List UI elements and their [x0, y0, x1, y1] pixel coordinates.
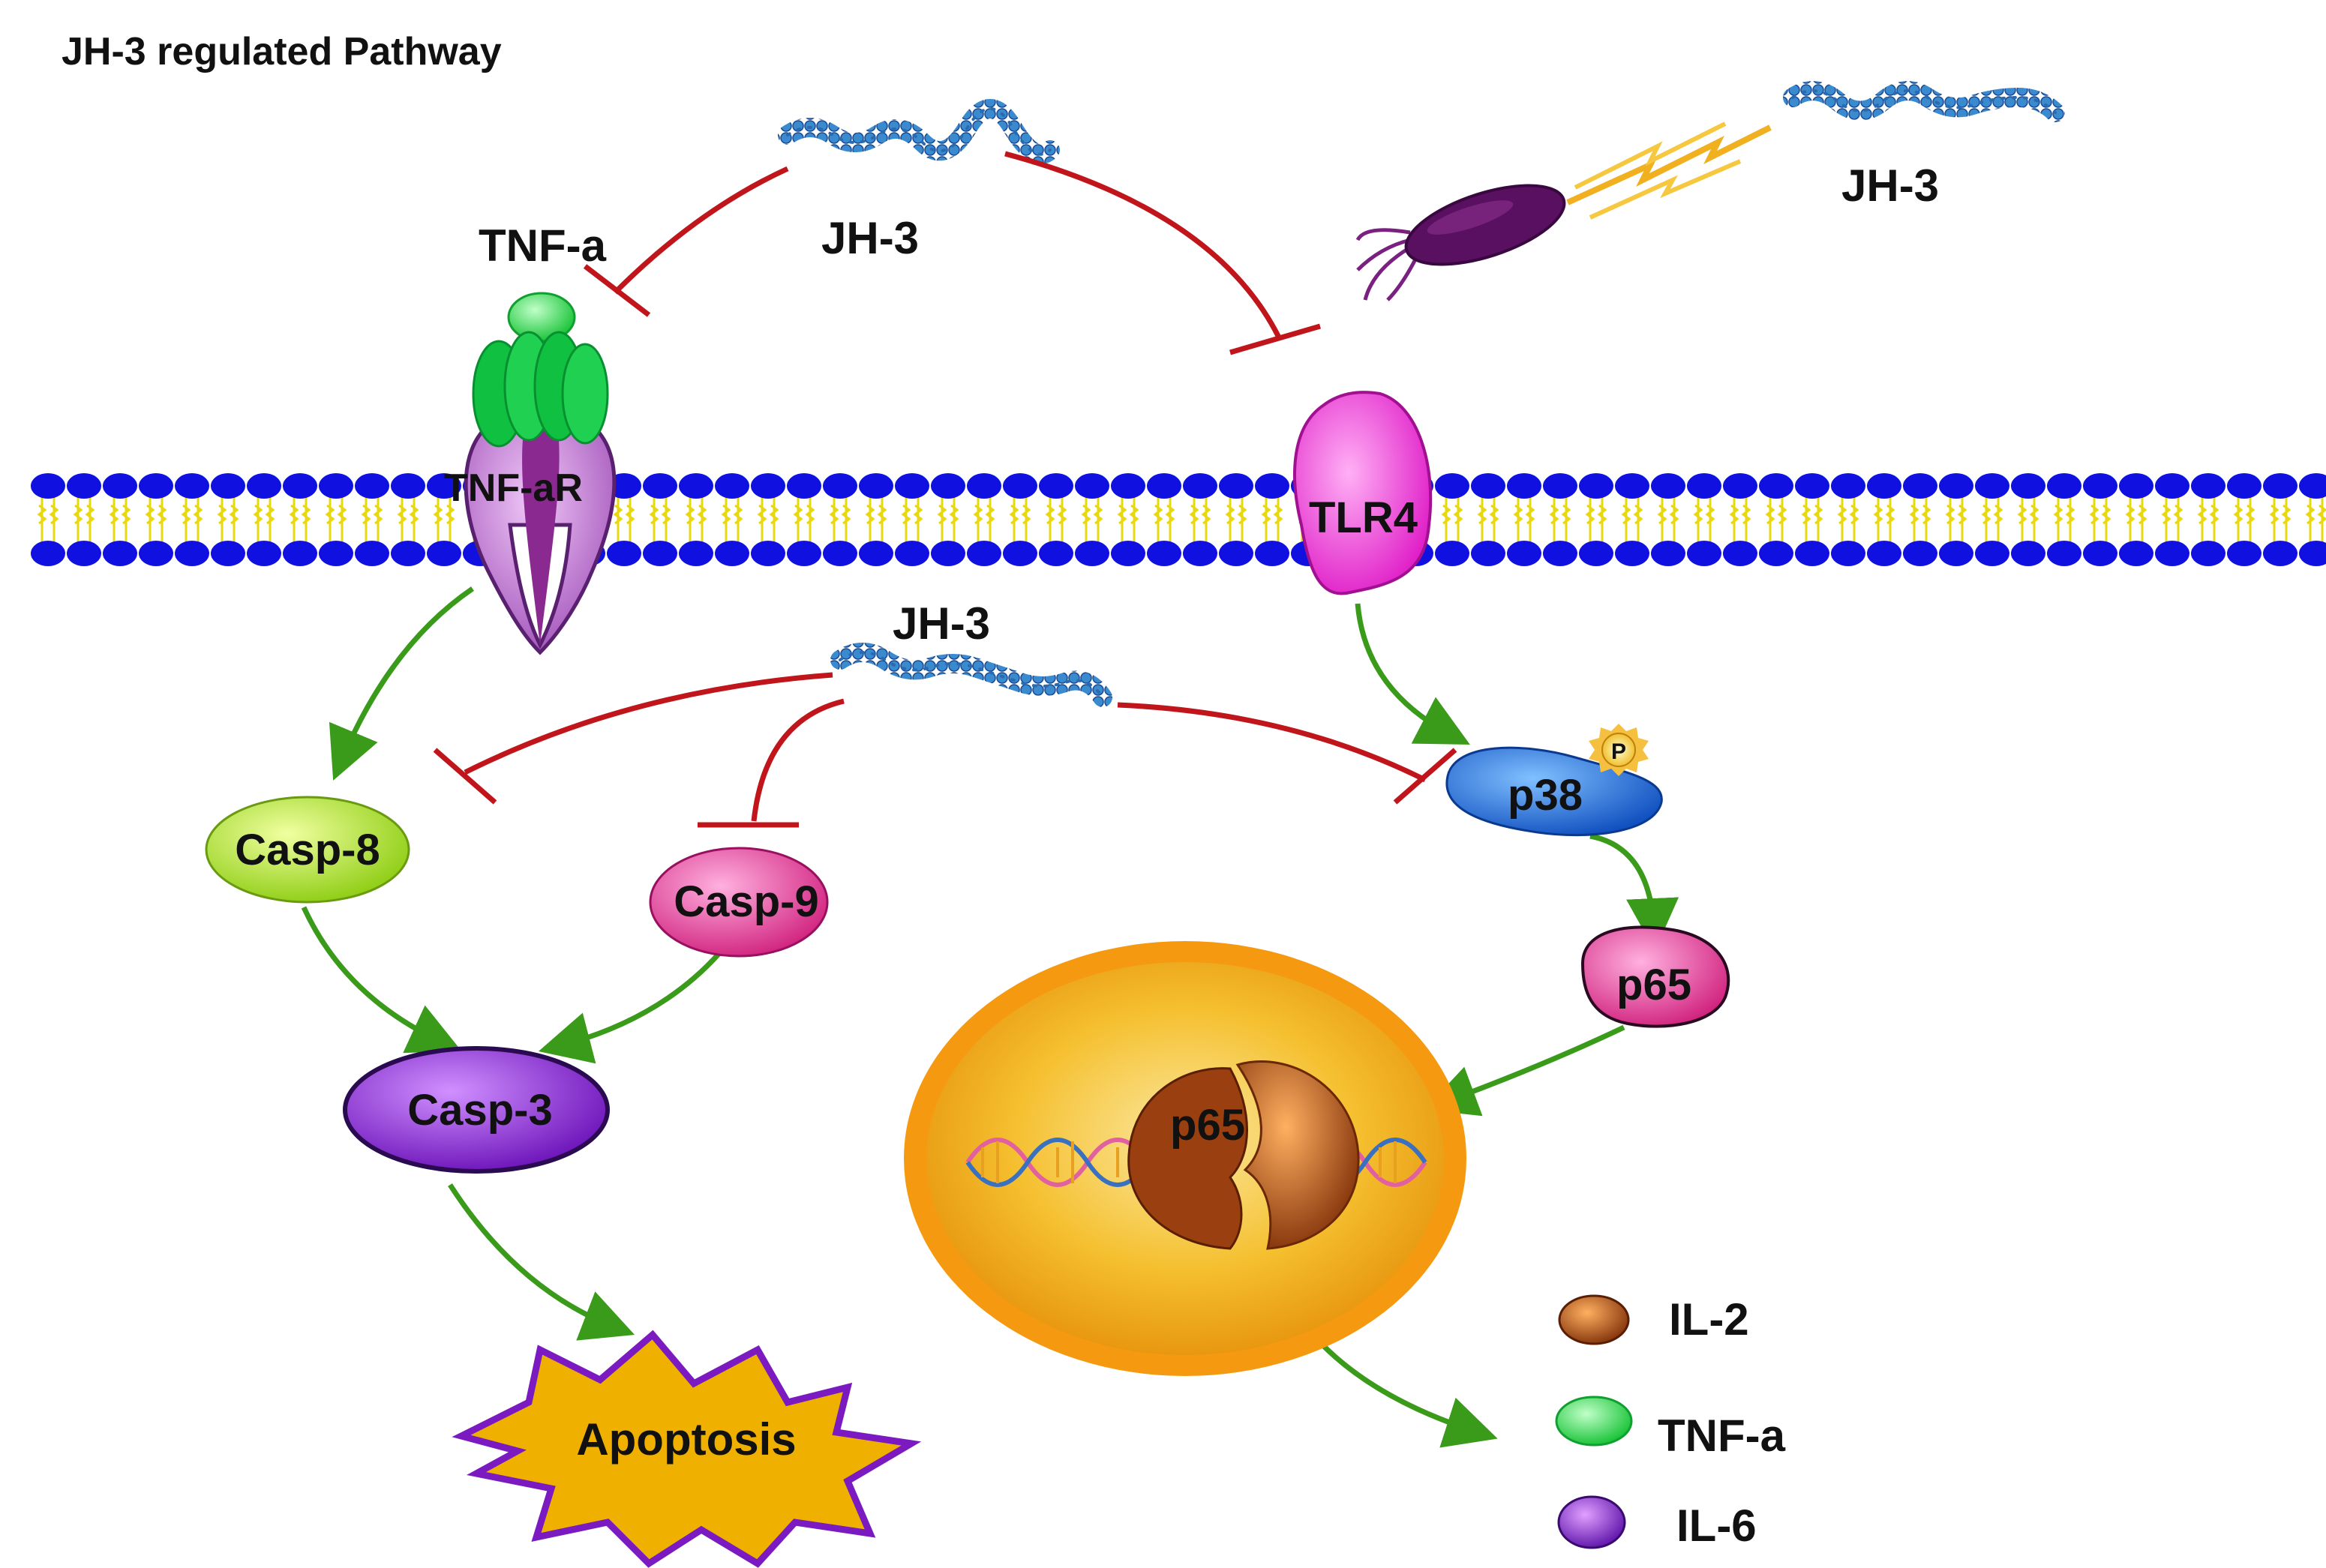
lightning-icon — [1566, 121, 1772, 220]
arrow-tnfar-casp8 — [329, 586, 474, 781]
inhibit-jh3-tnfa — [613, 166, 789, 295]
legend-il6-swatch — [1557, 1495, 1626, 1549]
inhibit-jh3-casp8 — [464, 672, 833, 775]
tnfa-label: TNF-a — [479, 220, 607, 271]
jh3-label-mid: JH-3 — [893, 598, 990, 649]
legend-il2-swatch — [1558, 1294, 1630, 1345]
bacterium-icon — [1355, 184, 1566, 301]
jh3-peptide-top-icon — [778, 99, 1060, 164]
casp8-label: Casp-8 — [235, 826, 380, 874]
jh3-peptide-right-icon — [1783, 81, 2065, 122]
casp3-node — [343, 1046, 610, 1174]
p65-label-cytoplasm: p65 — [1616, 961, 1691, 1009]
p65-label-nucleus: p65 — [1170, 1101, 1245, 1150]
arrow-tlr4-p38 — [1355, 603, 1470, 745]
arrow-p38-p65 — [1589, 833, 1679, 951]
tnfar-receptor-icon — [464, 331, 617, 655]
phosphate-label: P — [1611, 739, 1626, 764]
casp9-node — [649, 847, 829, 958]
legend-il6-label: IL-6 — [1676, 1501, 1757, 1551]
inhibit-jh3-p38-bar — [1393, 748, 1457, 805]
tlr4-label: TLR4 — [1309, 493, 1418, 542]
legend: IL-2 TNF-a IL-6 — [1555, 1294, 1786, 1551]
p38-label: p38 — [1508, 771, 1583, 820]
inhibit-jh3-casp9 — [751, 698, 845, 822]
legend-il2-label: IL-2 — [1669, 1294, 1749, 1345]
arrow-p65-nucleus — [1424, 1024, 1625, 1117]
inhibit-jh3-tnfa-bar — [583, 264, 651, 317]
tnfar-label: TNF-aR — [444, 466, 583, 510]
apoptosis-label: Apoptosis — [576, 1414, 796, 1465]
legend-tnfa-label: TNF-a — [1658, 1411, 1786, 1461]
legend-tnfa-swatch — [1555, 1396, 1633, 1447]
cell-membrane — [30, 472, 2326, 567]
arrow-casp9-casp3 — [538, 950, 722, 1064]
inhibit-jh3-tlr4-bar — [1229, 323, 1321, 355]
casp8-node — [205, 796, 410, 904]
diagram-title: JH-3 regulated Pathway — [62, 30, 502, 73]
jh3-label-top: JH-3 — [821, 213, 919, 263]
phosphate-icon — [1589, 724, 1649, 776]
casp9-label: Casp-9 — [674, 877, 818, 926]
inhibit-jh3-tlr4 — [1004, 151, 1282, 339]
apoptosis-burst-icon — [452, 1330, 922, 1568]
p65-complex-nucleus-icon — [1127, 1060, 1360, 1250]
inhibit-jh3-casp8-bar — [433, 748, 497, 805]
p65-node-cytoplasm — [1580, 925, 1730, 1028]
inhibit-jh3-p38 — [1117, 702, 1427, 783]
casp3-label: Casp-3 — [407, 1086, 552, 1135]
jh3-label-right: JH-3 — [1841, 160, 1939, 211]
tlr4-receptor-icon — [1293, 391, 1433, 595]
jh3-peptide-mid-icon — [830, 643, 1112, 707]
arrow-casp8-casp3 — [301, 906, 462, 1054]
arrow-casp3-apoptosis — [448, 1183, 635, 1341]
